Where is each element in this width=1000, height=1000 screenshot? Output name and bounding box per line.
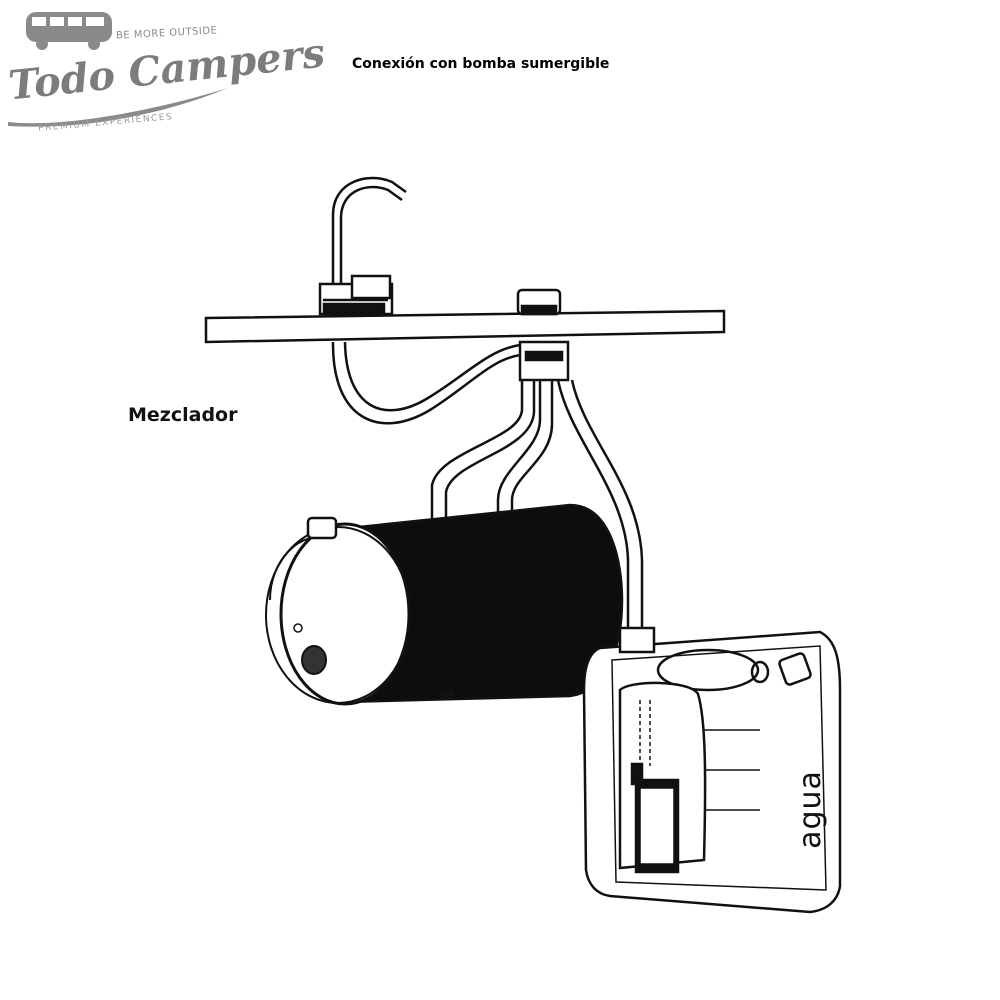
- diagram-title: Conexión con bomba sumergible: [352, 56, 610, 72]
- logo-swoosh: [8, 88, 228, 127]
- water-label: agua: [792, 770, 828, 849]
- valve-block: [518, 340, 570, 382]
- countertop: [204, 309, 726, 344]
- faucet-icon: [318, 176, 407, 316]
- mixer-label: Mezclador: [128, 404, 238, 426]
- hoses: [331, 341, 644, 630]
- water-canister: [582, 626, 842, 914]
- tap-knob-icon: [516, 288, 562, 316]
- water-heater-tank: [265, 503, 624, 706]
- logo-van-icon: [26, 12, 112, 50]
